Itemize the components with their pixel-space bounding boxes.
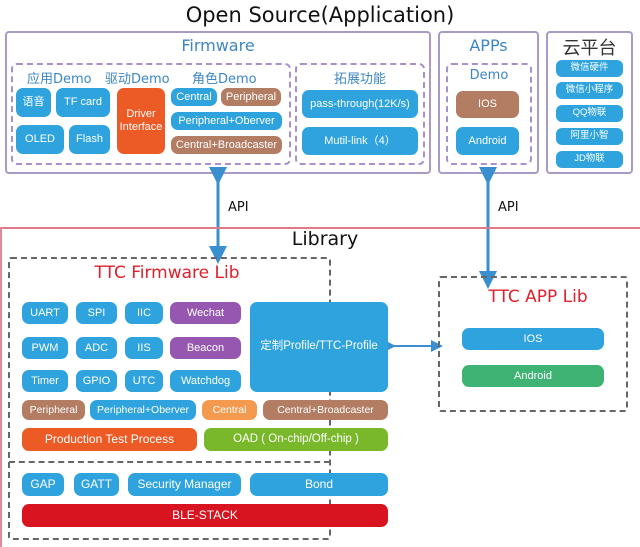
lib-security-manager[interactable]: Security Manager: [128, 473, 241, 496]
apps-title: APPs: [469, 36, 508, 55]
lib-adc[interactable]: ADC: [76, 337, 117, 359]
demo-central-broadcaster[interactable]: Central+Broadcaster: [171, 136, 282, 154]
lib-gatt[interactable]: GATT: [74, 473, 119, 496]
extend-multi-link[interactable]: Mutil-link（4）: [302, 127, 418, 155]
cloud-panel: [546, 31, 633, 174]
lib-wechat[interactable]: Wechat: [170, 302, 241, 324]
lib-iic[interactable]: IIC: [125, 302, 163, 324]
open-source-title: Open Source(Application): [185, 3, 455, 27]
apps-demo-title: Demo: [469, 68, 509, 83]
demo-group: [11, 63, 291, 165]
library-title: Library: [291, 228, 359, 250]
lib-spi[interactable]: SPI: [76, 302, 117, 324]
app-lib-android[interactable]: Android: [462, 365, 604, 387]
lib-role-central-broadcaster[interactable]: Central+Broadcaster: [263, 400, 388, 420]
firmware-title: Firmware: [181, 36, 255, 55]
lib-role-central[interactable]: Central: [202, 400, 257, 420]
cloud-wechat-hardware[interactable]: 微信硬件: [556, 60, 623, 77]
lib-bond[interactable]: Bond: [250, 473, 388, 496]
cloud-qq-iot[interactable]: QQ物联: [556, 105, 623, 122]
demo-flash[interactable]: Flash: [69, 125, 110, 154]
cloud-title: 云平台: [562, 38, 617, 59]
lib-uart[interactable]: UART: [22, 302, 68, 324]
library-panel: [0, 227, 640, 547]
lib-beacon[interactable]: Beacon: [170, 337, 241, 359]
api-label-firmware: API: [228, 200, 249, 215]
demo-driver-interface[interactable]: Driver Interface: [117, 88, 165, 154]
app-lib-panel: [438, 276, 628, 412]
cloud-ali-xiaozhi[interactable]: 阿里小智: [556, 128, 623, 145]
demo-central[interactable]: Central: [171, 88, 217, 106]
lib-ble-stack[interactable]: BLE-STACK: [22, 504, 388, 527]
app-demo-title: 应用Demo: [27, 72, 92, 87]
lib-custom-profile[interactable]: 定制Profile/TTC-Profile: [250, 302, 388, 392]
lib-production-test[interactable]: Production Test Process: [22, 428, 197, 451]
firmware-lib-panel: [8, 257, 331, 540]
demo-oled[interactable]: OLED: [16, 125, 64, 154]
lib-timer[interactable]: Timer: [22, 370, 68, 392]
lib-role-peripheral[interactable]: Peripheral: [22, 400, 85, 420]
lib-gap[interactable]: GAP: [22, 473, 64, 496]
firmware-lib-title: TTC Firmware Lib: [94, 263, 240, 283]
lib-pwm[interactable]: PWM: [22, 337, 68, 359]
apps-android[interactable]: Android: [456, 127, 519, 155]
app-lib-ios[interactable]: IOS: [462, 328, 604, 350]
demo-peripheral[interactable]: Peripheral: [221, 88, 281, 106]
driver-interface-label: Driver Interface: [119, 108, 163, 133]
apps-ios[interactable]: IOS: [456, 91, 519, 118]
apps-demo-group: [446, 63, 532, 165]
role-demo-title: 角色Demo: [192, 72, 257, 87]
stack-divider: [9, 461, 330, 463]
extend-title: 拓展功能: [333, 72, 386, 87]
driver-demo-title: 驱动Demo: [105, 72, 170, 87]
cloud-wechat-miniprogram[interactable]: 微信小程序: [556, 82, 623, 99]
demo-voice[interactable]: 语音: [16, 88, 51, 117]
lib-watchdog[interactable]: Watchdog: [170, 370, 241, 392]
lib-oad[interactable]: OAD ( On-chip/Off-chip ): [204, 428, 388, 451]
lib-iis[interactable]: IIS: [125, 337, 163, 359]
lib-gpio[interactable]: GPIO: [76, 370, 117, 392]
lib-utc[interactable]: UTC: [125, 370, 163, 392]
api-label-app: API: [498, 200, 519, 215]
extend-group: [295, 63, 425, 165]
lib-role-peripheral-observer[interactable]: Peripheral+Oberver: [90, 400, 196, 420]
demo-tf-card[interactable]: TF card: [56, 88, 110, 117]
extend-pass-through[interactable]: pass-through(12K/s): [302, 90, 418, 118]
cloud-jd-iot[interactable]: JD物联: [556, 151, 623, 168]
demo-peripheral-observer[interactable]: Peripheral+Oberver: [171, 112, 282, 130]
app-lib-title: TTC APP Lib: [488, 287, 588, 307]
